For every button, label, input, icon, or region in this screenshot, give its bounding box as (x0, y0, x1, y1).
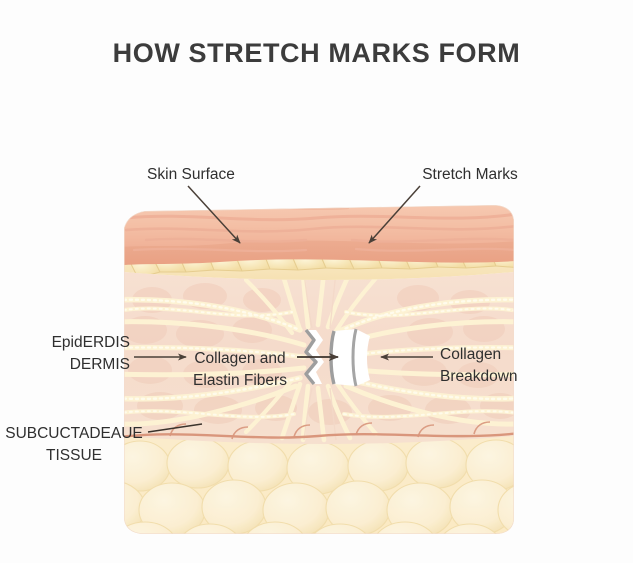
fat-cells (124, 437, 514, 534)
arrow-stretch-marks (368, 185, 421, 244)
label-collagen-and-elastin-fibers: Collagen and Elastin Fibers (193, 350, 287, 390)
arrow-subcutaneous (147, 423, 203, 433)
page-title: HOW STRETCH MARKS FORM (112, 38, 521, 68)
label-skin-surface: Skin Surface (147, 166, 235, 183)
label-collagen-breakdown: Collagen Breakdown (440, 346, 518, 386)
label-subcutaneous-tissue: SUBCUCTADEAUE TISSUE (5, 425, 143, 465)
label-epidermis-dermis: EpidERDIS DERMIS (51, 334, 130, 374)
dermis-subcutaneous-boundary (124, 421, 514, 440)
label-stretch-marks: Stretch Marks (422, 166, 518, 183)
arrow-skin-surface (187, 185, 241, 244)
